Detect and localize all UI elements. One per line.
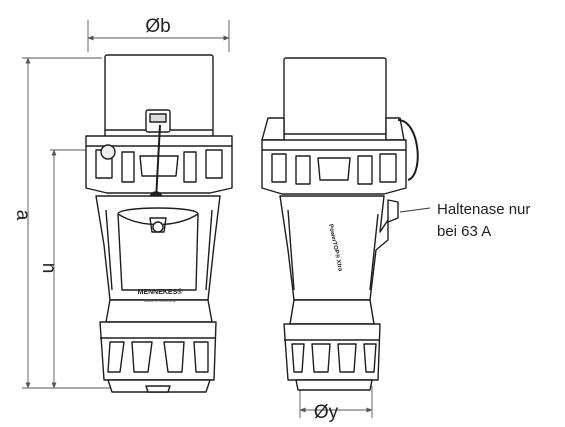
annotation-line-1: Haltenase nur xyxy=(437,201,530,218)
annotation-line-2: bei 63 A xyxy=(437,223,491,240)
front-view-plug xyxy=(85,54,233,393)
brand-sub-label: Made in Germany xyxy=(144,298,176,303)
dimension-n-label: n xyxy=(38,263,59,274)
dimension-a-label: a xyxy=(12,210,33,221)
front-view-brand: MENNEKES® Made in Germany xyxy=(138,288,184,303)
dimension-y-label: Øy xyxy=(314,402,339,423)
dimension-b-label: Øb xyxy=(145,16,170,37)
dimension-lines xyxy=(22,20,431,418)
brand-label: MENNEKES® xyxy=(138,288,184,296)
side-view-plug xyxy=(261,57,419,391)
